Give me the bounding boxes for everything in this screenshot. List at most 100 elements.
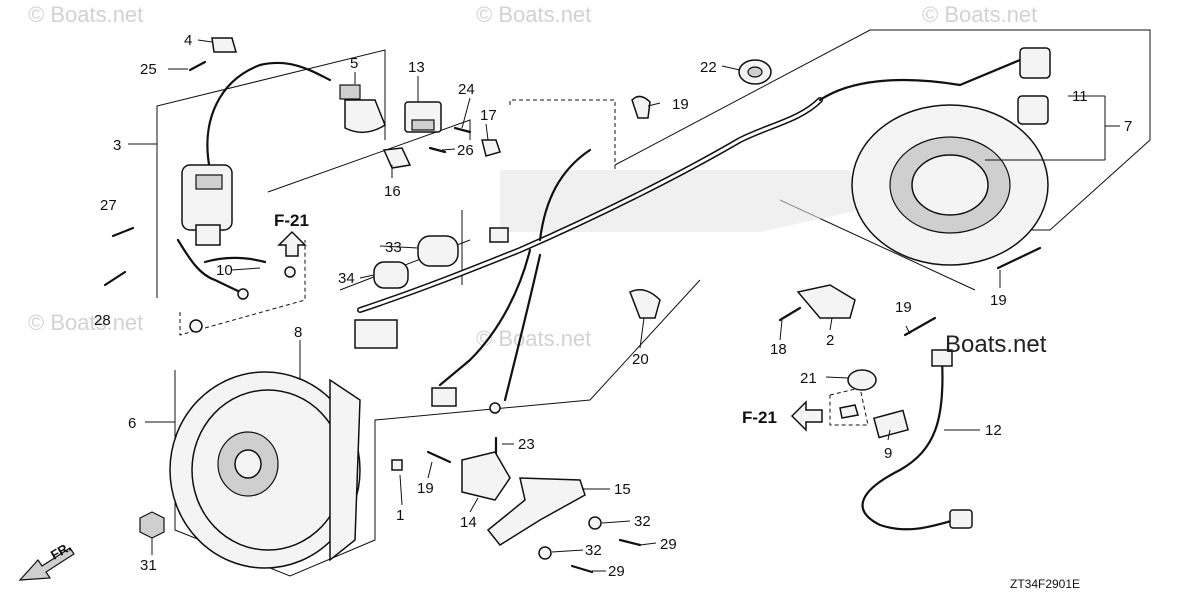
callout-7: 7 xyxy=(1124,118,1132,135)
ignition-group-frame xyxy=(156,49,386,298)
bolt-19 xyxy=(903,316,937,337)
ground-connector xyxy=(949,509,973,529)
spark-plug-cap xyxy=(344,99,386,134)
ignition-coil-core xyxy=(195,174,223,190)
stator-connector-b xyxy=(1019,47,1051,79)
leader-lines xyxy=(128,39,1120,572)
callout-4: 4 xyxy=(184,32,192,49)
callout-2: 2 xyxy=(826,332,834,349)
relay-socket xyxy=(411,119,435,131)
watermark: © Boats.net xyxy=(922,2,1037,27)
ref-arrow-left xyxy=(790,400,823,432)
harness-tube xyxy=(417,235,459,267)
callout-28: 25 xyxy=(140,61,157,78)
woodruff-key xyxy=(391,459,403,471)
bracket xyxy=(796,284,856,319)
main-wire-harness-core xyxy=(358,98,822,312)
ground-wire xyxy=(861,358,957,531)
harness-dashed-box xyxy=(509,99,616,170)
bolt-20 xyxy=(426,450,452,464)
wire-clamp-21 xyxy=(631,95,651,119)
harness-branch-b xyxy=(503,253,542,402)
callout-19b: 19 xyxy=(990,292,1007,309)
callout-26: 24 xyxy=(458,81,475,98)
harness-shadow xyxy=(500,170,860,232)
watermark: © Boats.net xyxy=(476,326,591,351)
washer-32b xyxy=(538,546,552,560)
callout-32: 32 xyxy=(634,513,651,530)
wire-clamp-22 xyxy=(629,289,661,319)
clip-23 xyxy=(847,369,877,391)
screw-28 xyxy=(188,60,207,72)
screw-29 xyxy=(111,226,135,238)
plate xyxy=(873,409,909,439)
ref-arrow-up xyxy=(277,230,307,257)
ignition-coil-mount xyxy=(195,224,221,246)
clip-screw xyxy=(839,404,859,419)
harness-to-stator xyxy=(818,58,1022,102)
callout-16: 16 xyxy=(384,183,401,200)
callout-27: 26 xyxy=(457,142,474,159)
callout-24: 22 xyxy=(700,59,717,76)
callout-10: 10 xyxy=(216,262,233,279)
diagram-code: ZT34F2901E xyxy=(1010,577,1080,591)
stator-connector xyxy=(1017,95,1049,125)
harness-branch-c xyxy=(538,148,592,242)
section-ref-f21-lower: F-21 xyxy=(742,408,777,427)
screw-26 xyxy=(453,126,472,134)
callout-22: 20 xyxy=(632,351,649,368)
flywheel-rim xyxy=(329,378,361,562)
wire-clip xyxy=(211,37,237,53)
callout-3: 3 xyxy=(113,137,121,154)
flywheel-nut xyxy=(139,511,165,539)
harness-plug xyxy=(489,227,509,243)
front-arrow xyxy=(18,547,75,581)
bolt-19b xyxy=(996,246,1042,270)
grommet-hole xyxy=(747,66,763,78)
relay-bracket xyxy=(382,147,412,169)
harness-connector-b xyxy=(431,387,457,407)
pulser-coil xyxy=(461,451,511,501)
watermark: © Boats.net xyxy=(28,2,143,27)
ignition-dashed-box xyxy=(179,240,306,336)
washer xyxy=(284,266,296,278)
callout-23: 21 xyxy=(800,370,817,387)
ignition-group-frame-inner xyxy=(267,119,471,193)
bolt-18 xyxy=(778,306,802,322)
flywheel-frame xyxy=(174,279,701,577)
callout-20: 19 xyxy=(417,480,434,497)
stop-switch-wire xyxy=(176,238,242,294)
washer-32 xyxy=(588,516,602,530)
screw-30 xyxy=(618,538,642,547)
callout-13: 13 xyxy=(408,59,425,76)
stator xyxy=(851,104,1049,266)
callout-18: 18 xyxy=(770,341,787,358)
harness-connector xyxy=(354,319,398,349)
callout-30: 29 xyxy=(660,536,677,553)
bolt-17 xyxy=(481,139,501,157)
callout-32b: 32 xyxy=(585,542,602,559)
pulser-bracket xyxy=(486,477,586,546)
callout-5: 5 xyxy=(350,55,358,72)
callout-30b: 29 xyxy=(608,563,625,580)
callout-29b: 28 xyxy=(94,312,111,329)
ignition-coil-lead xyxy=(206,61,332,172)
callout-31: 31 xyxy=(140,557,157,574)
harness-tube-small xyxy=(373,261,409,289)
harness-branch xyxy=(438,248,532,387)
callout-9: 9 xyxy=(884,445,892,462)
callout-12: 12 xyxy=(985,422,1002,439)
callout-19: 19 xyxy=(895,299,912,316)
screw-27 xyxy=(428,146,447,154)
screw-29b xyxy=(103,270,127,287)
callout-34: 34 xyxy=(338,270,355,287)
callout-6: 6 xyxy=(128,415,136,432)
flywheel xyxy=(169,371,361,569)
callout-1: 1 xyxy=(396,507,404,524)
brand-text: Boats.net xyxy=(945,331,1047,358)
callout-17: 17 xyxy=(480,107,497,124)
nut xyxy=(189,319,203,333)
callout-15: 15 xyxy=(614,481,631,498)
callout-21: 19 xyxy=(672,96,689,113)
